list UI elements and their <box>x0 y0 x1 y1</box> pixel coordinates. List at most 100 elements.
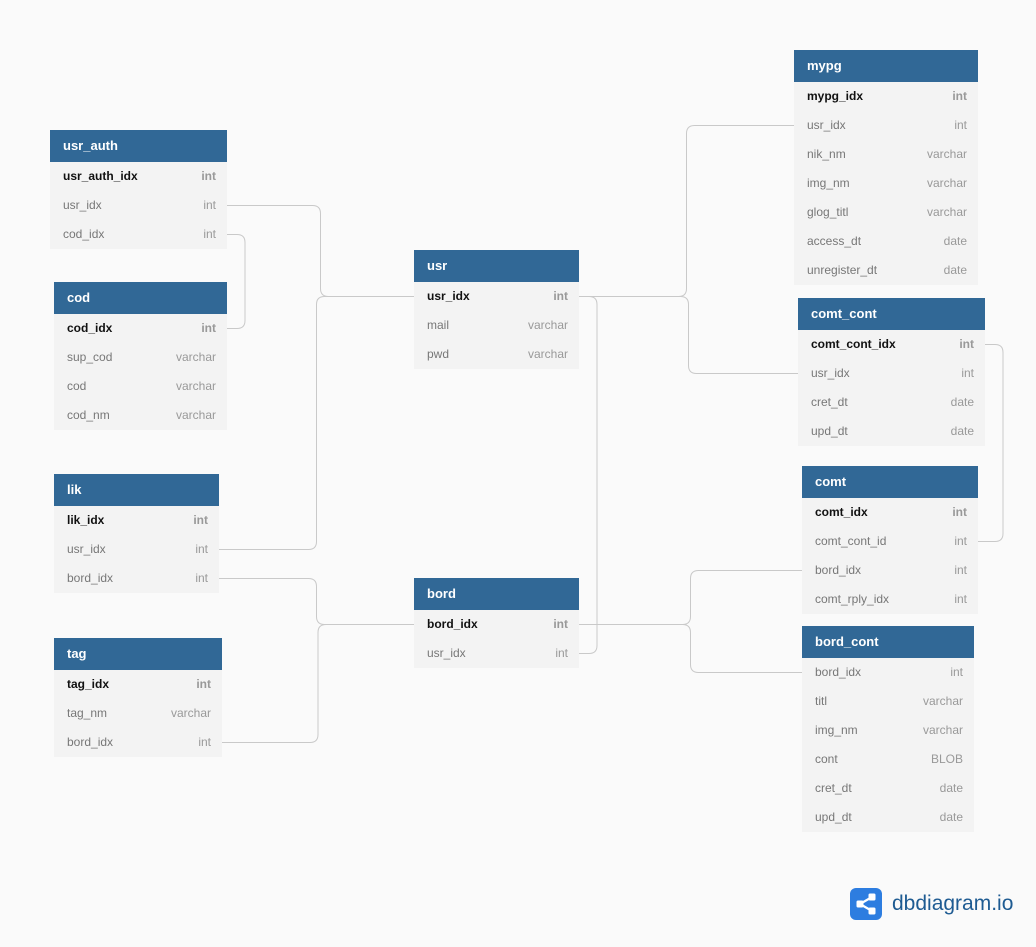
table-header[interactable]: usr_auth <box>50 130 227 162</box>
field-name: comt_rply_idx <box>815 592 890 606</box>
field-name: access_dt <box>807 234 862 248</box>
field-name: cret_dt <box>811 395 848 409</box>
table-header[interactable]: comt <box>802 466 978 498</box>
relationship-line[interactable] <box>579 296 598 654</box>
field-name: cod_idx <box>63 227 105 241</box>
relationship-line[interactable] <box>579 624 802 673</box>
field-type: int <box>203 227 216 241</box>
relationship-line[interactable] <box>222 624 414 743</box>
field-name: usr_auth_idx <box>63 169 138 183</box>
field-type: date <box>943 234 967 248</box>
field-row[interactable]: cod_idx int <box>50 220 227 249</box>
table-header[interactable]: bord_cont <box>802 626 974 658</box>
table-header[interactable]: comt_cont <box>798 298 985 330</box>
relationship-line[interactable] <box>219 296 414 550</box>
relationship-line[interactable] <box>227 234 246 329</box>
field-name: usr_idx <box>811 366 850 380</box>
field-row[interactable]: cret_dt date <box>798 388 985 417</box>
field-name: comt_cont_idx <box>811 337 896 351</box>
field-type: varchar <box>926 147 967 161</box>
field-type: date <box>943 263 967 277</box>
field-type: int <box>952 89 967 103</box>
table-header[interactable]: tag <box>54 638 222 670</box>
field-name: usr_idx <box>63 198 102 212</box>
brand-logo[interactable]: dbdiagram.io <box>850 888 1013 920</box>
relationship-line[interactable] <box>579 125 794 297</box>
field-name: comt_cont_id <box>815 534 887 548</box>
field-row[interactable]: nik_nm varchar <box>794 140 978 169</box>
table-header[interactable]: cod <box>54 282 227 314</box>
relationship-line[interactable] <box>978 344 1004 542</box>
relationship-line[interactable] <box>219 578 414 625</box>
field-type: varchar <box>527 318 568 332</box>
table-header[interactable]: mypg <box>794 50 978 82</box>
field-name: sup_cod <box>67 350 113 364</box>
field-type: date <box>950 395 974 409</box>
field-type: date <box>939 781 963 795</box>
field-name: cod_nm <box>67 408 110 422</box>
relationship-line[interactable] <box>579 296 798 374</box>
field-name: bord_idx <box>815 563 862 577</box>
relationship-line[interactable] <box>579 570 802 625</box>
field-type: varchar <box>926 176 967 190</box>
field-row[interactable]: access_dt date <box>794 227 978 256</box>
field-name: lik_idx <box>67 513 105 527</box>
field-name: bord_idx <box>815 665 862 679</box>
field-name: nik_nm <box>807 147 846 161</box>
field-type: date <box>939 810 963 824</box>
table-header[interactable]: usr <box>414 250 579 282</box>
relationship-line[interactable] <box>227 205 414 297</box>
brand-name: dbdiagram.io <box>892 892 1014 915</box>
field-type: int <box>553 617 568 631</box>
table-header[interactable]: lik <box>54 474 219 506</box>
field-type: int <box>198 735 211 749</box>
table-header[interactable]: bord <box>414 578 579 610</box>
